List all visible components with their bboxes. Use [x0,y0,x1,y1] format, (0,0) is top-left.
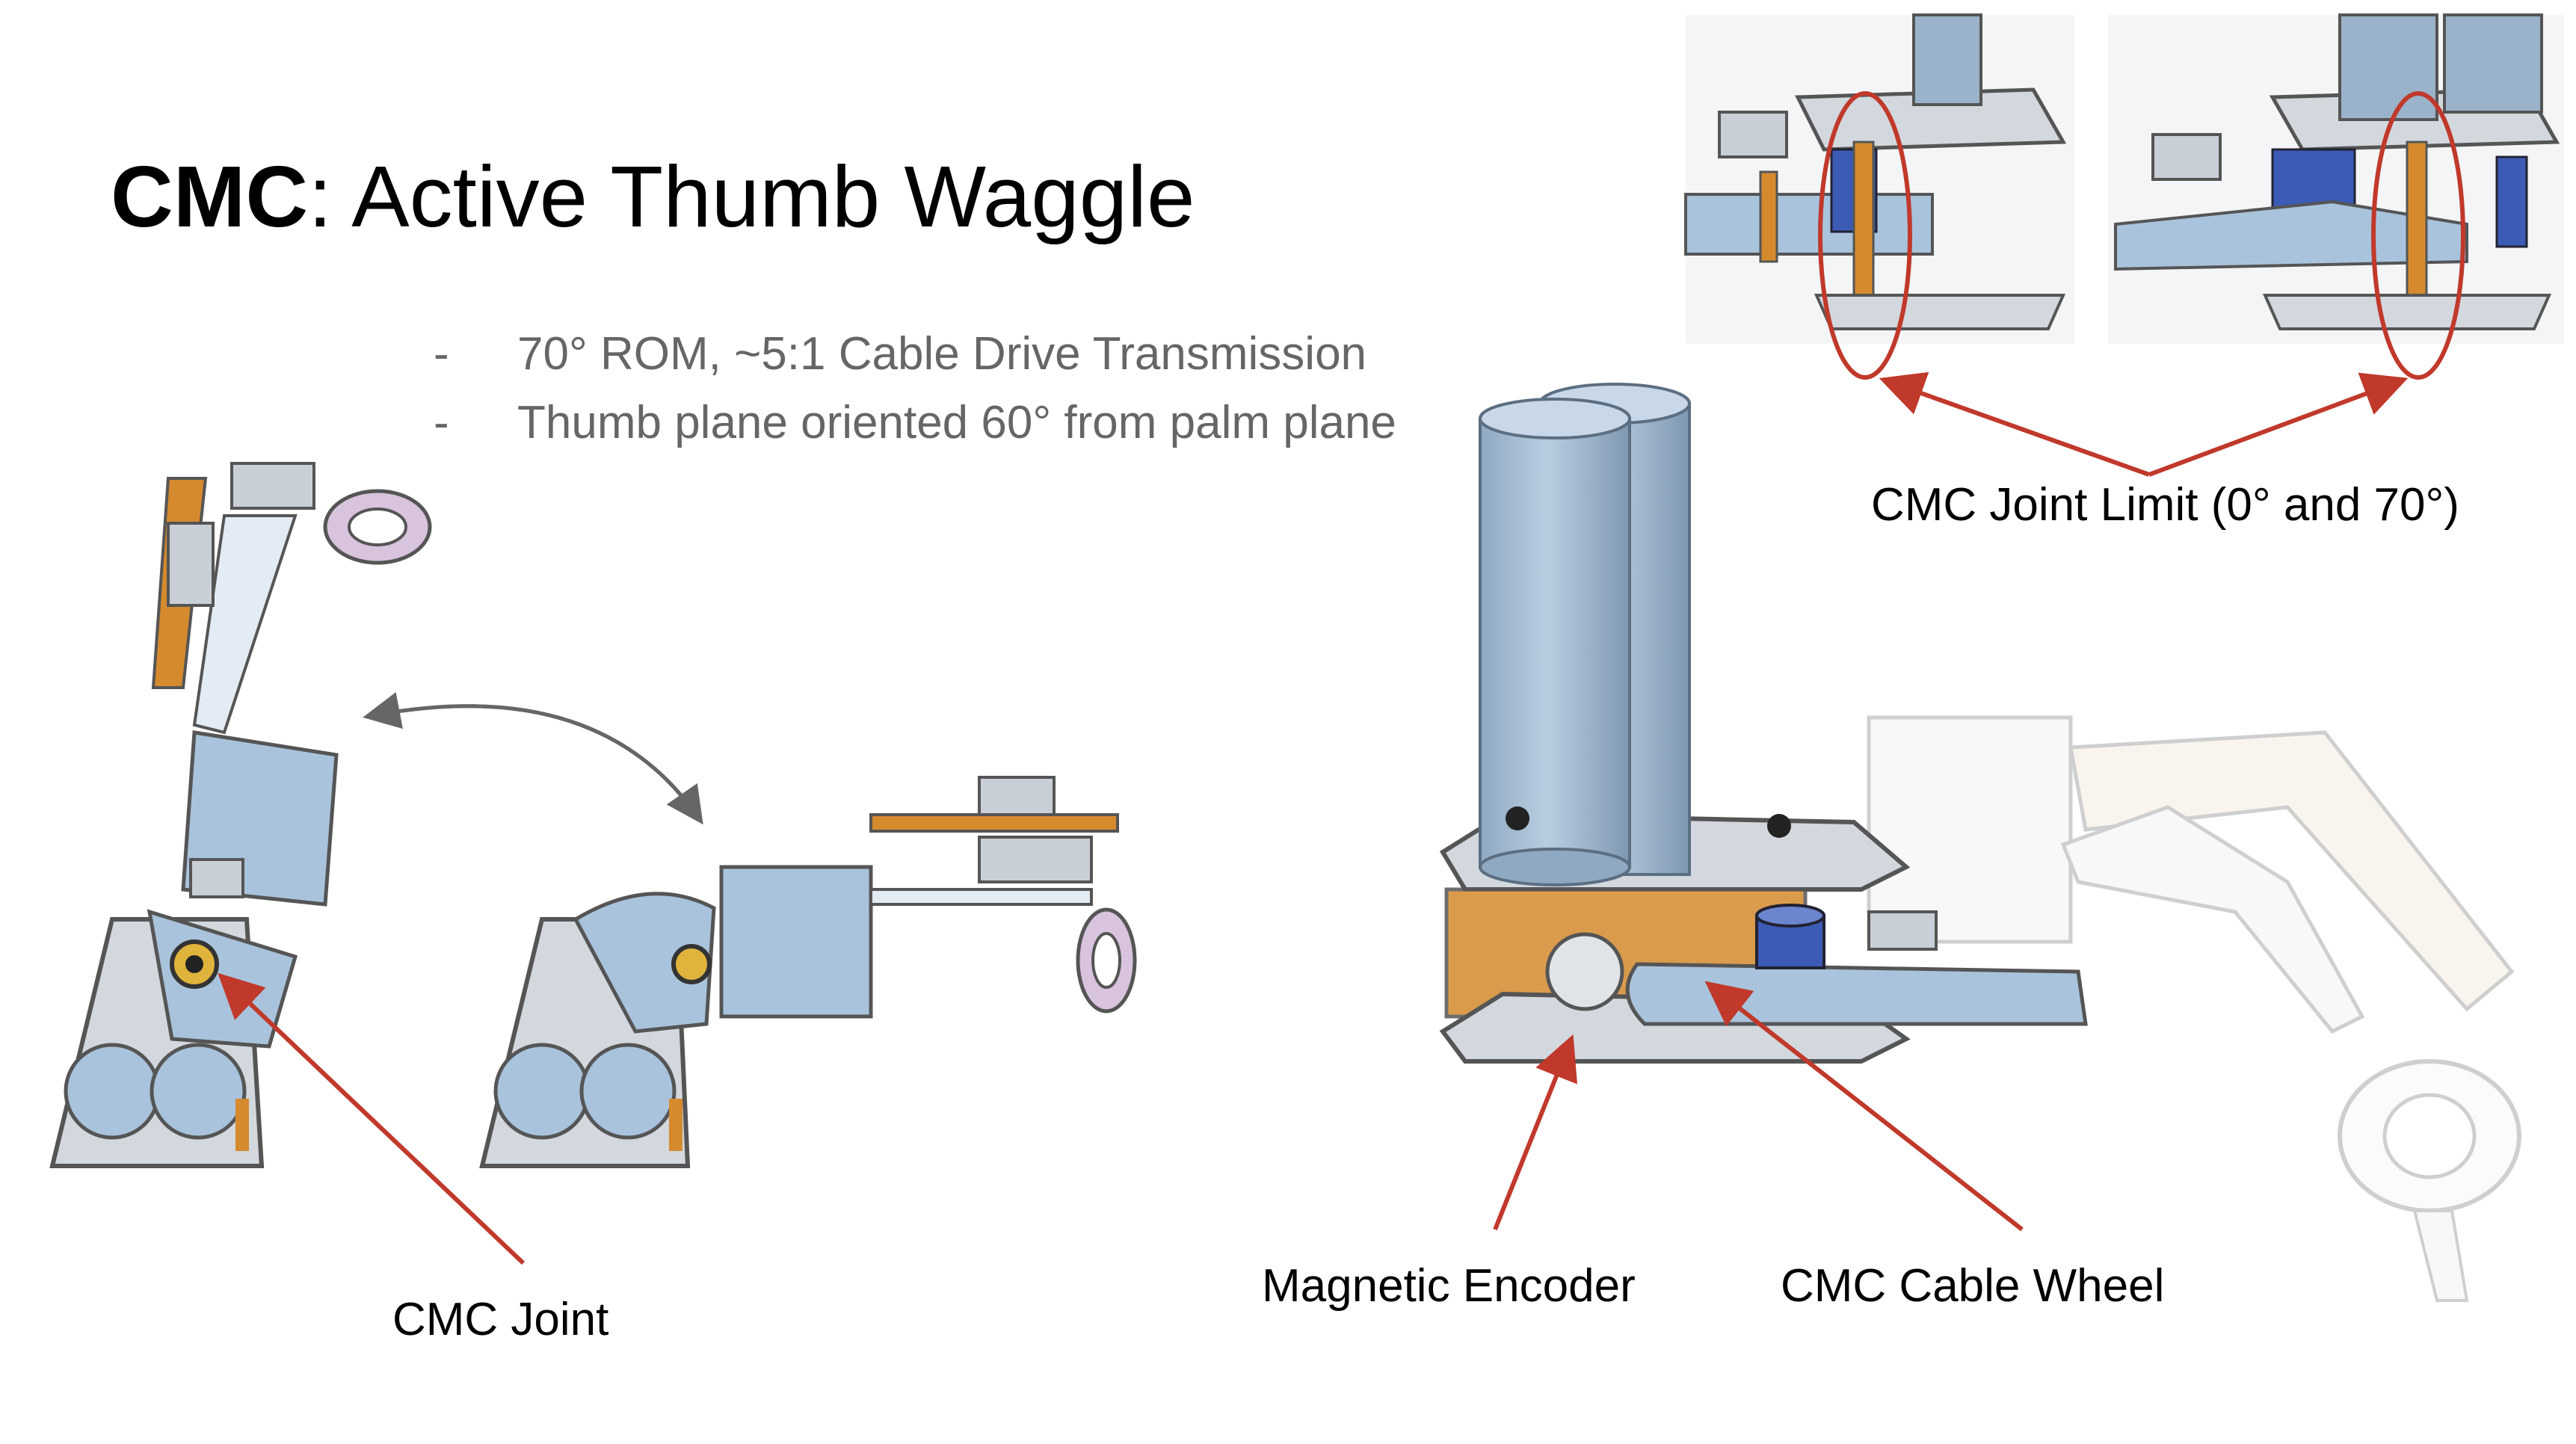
label-joint-limit: CMC Joint Limit (0° and 70°) [1871,479,2459,531]
thumb-assembly-raised [49,462,432,1168]
bullet-list: -70° ROM, ~5:1 Cable Drive Transmission … [434,320,1396,457]
label-cmc-joint: CMC Joint [392,1294,609,1345]
label-cable-wheel: CMC Cable Wheel [1781,1260,2165,1312]
title-bold: CMC [111,148,309,245]
bullet-text: 70° ROM, ~5:1 Cable Drive Transmission [517,328,1367,380]
joint-limit-inset-70deg [2108,13,2564,344]
annotation-lines [218,91,2465,1265]
joint-limit-inset-0deg [1684,13,2074,344]
label-magnetic-encoder: Magnetic Encoder [1262,1260,1636,1312]
slide-title: CMC: Active Thumb Waggle [111,153,1195,240]
thumb-assembly-extended [479,776,1137,1168]
bullet-item: -Thumb plane oriented 60° from palm plan… [434,397,1396,448]
bullet-item: -70° ROM, ~5:1 Cable Drive Transmission [434,328,1367,380]
title-rest: : Active Thumb Waggle [308,148,1195,245]
bullet-text: Thumb plane oriented 60° from palm plane [517,397,1396,448]
cmc-drive-assembly [1439,383,2521,1302]
